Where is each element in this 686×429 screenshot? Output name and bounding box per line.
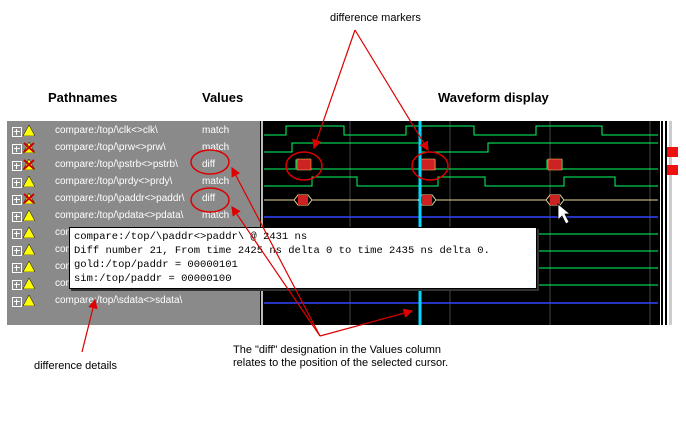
warning-icon [23,295,35,306]
signal-row[interactable]: com [7,276,198,293]
difference-details-tooltip: compare:/top/\paddr<>paddr\ @ 2431 ns Dif… [69,227,537,289]
diff-marker[interactable] [547,158,563,171]
signal-value-diff: diff [202,193,216,204]
tooltip-line: sim:/top/paddr = 00000100 [74,273,232,285]
expand-icon[interactable] [12,127,22,137]
expand-icon[interactable] [12,178,22,188]
warning-icon [23,176,35,187]
signal-path: com [55,227,74,238]
diff-marker[interactable] [296,158,312,171]
diff-error-icon [23,142,35,153]
diff-marker[interactable] [550,195,560,205]
warning-icon [23,261,35,272]
diff-note-line2: relates to the position of the selected … [233,357,449,369]
signal-path: compare:/top/\pstrb<>pstrb\ [55,159,178,170]
tooltip-line: Diff number 21, From time 2425 ns delta … [74,245,490,257]
signal-path: compare:/top/\sdata<>sdata\ [55,295,183,306]
warning-icon [23,278,35,289]
values-pane[interactable]: match match diff match diff match [198,121,260,325]
signal-row[interactable]: com [7,225,198,242]
pstrb-waveform [264,159,658,170]
expand-icon[interactable] [12,212,22,222]
warning-icon [23,227,35,238]
signal-value: match [202,142,230,153]
signal-row-clk[interactable]: compare:/top/\clk<>clk\ [7,123,198,140]
signal-row-paddr[interactable]: compare:/top/\paddr<>paddr\ [7,191,198,208]
strip-border [665,121,667,325]
paddr-waveform [264,194,658,206]
signal-row-prw[interactable]: compare:/top/\prw<>prw\ [7,140,198,157]
signal-row-pdata[interactable]: compare:/top/\pdata<>pdata\ [7,208,198,225]
signal-row[interactable]: com [7,259,198,276]
signal-path: compare:/top/\clk<>clk\ [55,125,158,136]
expand-icon[interactable] [12,297,22,307]
expand-icon[interactable] [12,263,22,273]
signal-row[interactable]: com [7,242,198,259]
diff-note-line1: The "diff" designation in the Values col… [233,344,441,356]
signal-value: match [202,210,230,221]
signal-value: match [202,176,230,187]
overview-strip[interactable] [660,121,686,325]
strip-border [661,121,663,325]
waveform-header: Waveform display [438,90,549,105]
waveform-pane[interactable] [260,121,660,325]
signal-path: com [55,244,74,255]
expand-icon[interactable] [12,229,22,239]
pathnames-header: Pathnames [48,90,118,105]
signal-path: compare:/top/\prw<>prw\ [55,142,166,153]
diff-marker[interactable] [298,195,308,205]
difference-markers-label: difference markers [330,12,421,24]
difference-details-label: difference details [34,360,117,372]
waveform-canvas[interactable] [260,121,660,325]
prdy-waveform [264,176,658,187]
signal-path: compare:/top/\pdata<>pdata\ [55,210,184,221]
tooltip-line: gold:/top/paddr = 00000101 [74,259,238,271]
diff-marker[interactable] [420,158,436,171]
signal-path: compare:/top/\prdy<>prdy\ [55,176,173,187]
signal-path: compare:/top/\paddr<>paddr\ [55,193,185,204]
overview-diff-mark[interactable] [667,165,678,175]
expand-icon[interactable] [12,144,22,154]
pathnames-pane[interactable]: compare:/top/\clk<>clk\ compare:/top/\pr… [7,121,198,325]
diff-error-icon [23,193,35,204]
overview-canvas[interactable] [660,121,686,325]
expand-icon[interactable] [12,246,22,256]
tooltip-line: compare:/top/\paddr<>paddr\ @ 2431 ns [74,231,308,243]
mouse-pointer-icon [557,203,572,225]
signal-path: com [55,278,74,289]
warning-icon [23,210,35,221]
signal-value: match [202,125,230,136]
signal-row-prdy[interactable]: compare:/top/\prdy<>prdy\ [7,174,198,191]
signal-value-diff: diff [202,159,216,170]
warning-icon [23,244,35,255]
diff-error-icon [23,159,35,170]
signal-row-pstrb[interactable]: compare:/top/\pstrb<>pstrb\ [7,157,198,174]
signal-path: com [55,261,74,272]
expand-icon[interactable] [12,280,22,290]
signal-row-sdata[interactable]: compare:/top/\sdata<>sdata\ [7,293,198,310]
values-header: Values [202,90,244,105]
expand-icon[interactable] [12,161,22,171]
diff-marker[interactable] [422,195,432,205]
clk-waveform [264,125,658,136]
warning-icon [23,125,35,136]
expand-icon[interactable] [12,195,22,205]
strip-track [669,121,672,325]
overview-diff-mark[interactable] [667,147,678,157]
prw-waveform [264,142,658,153]
